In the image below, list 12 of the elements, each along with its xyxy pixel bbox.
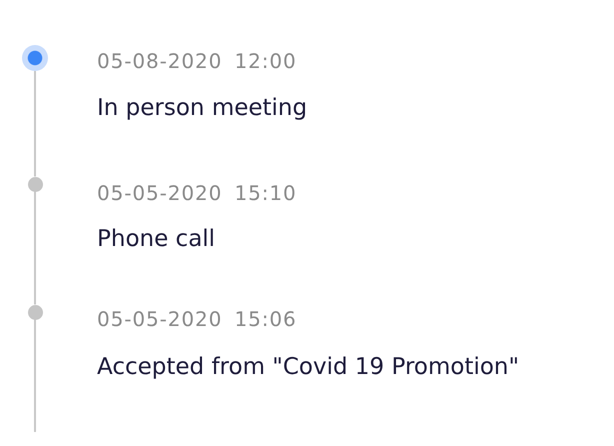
status-dot-icon [28, 304, 42, 320]
timeline-line [34, 320, 36, 432]
active-status-dot-icon [22, 45, 48, 71]
event-title: Accepted from "Covid 19 Promotion" [97, 353, 520, 381]
timeline-line [34, 71, 36, 176]
timeline-line [34, 192, 36, 304]
event-title: Phone call [97, 225, 216, 253]
timestamp-text: 05-08-2020 12:00 [97, 49, 297, 73]
status-dot-icon [28, 176, 42, 192]
event-title: In person meeting [97, 94, 308, 122]
timestamp-text: 05-05-2020 15:10 [97, 181, 297, 205]
timestamp-text: 05-05-2020 15:06 [97, 307, 297, 331]
